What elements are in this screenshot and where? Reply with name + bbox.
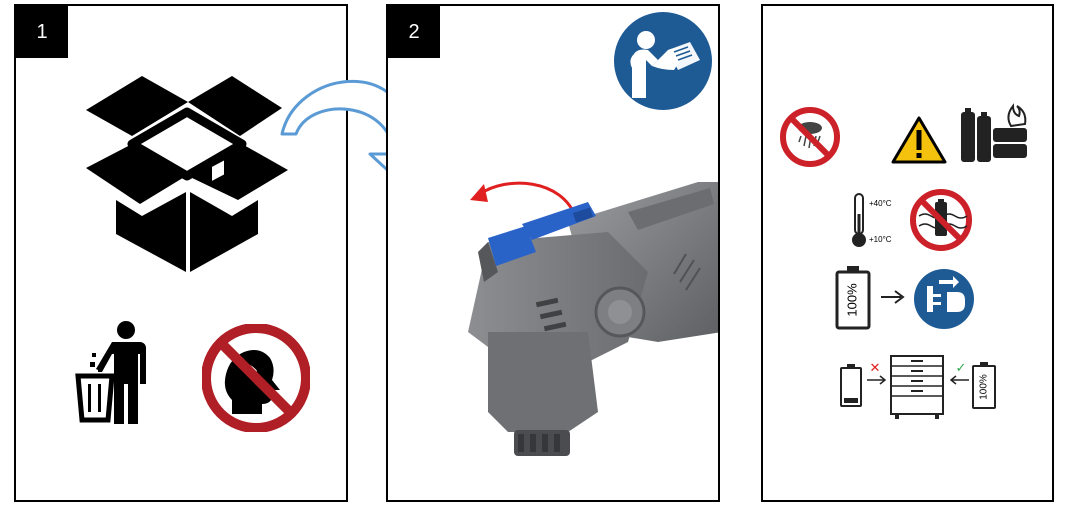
storage-cabinet-icon bbox=[890, 355, 944, 419]
battery-full-small-label: 100% bbox=[979, 374, 990, 400]
open-box-icon bbox=[86, 76, 288, 272]
multitool-battery-release-illustration bbox=[468, 182, 718, 456]
step-2-badge: 2 bbox=[388, 6, 440, 58]
unplug-charger-icon bbox=[914, 269, 974, 329]
allowed-mark: ✓ bbox=[949, 361, 969, 385]
temp-high-label: +40°C bbox=[869, 199, 892, 208]
trash-bin-disposal-icon bbox=[75, 321, 146, 424]
no-household-waste-icon bbox=[202, 324, 310, 432]
no-water-battery-icon bbox=[910, 189, 972, 251]
storage-safety-panel: +40°C +10°C 100% bbox=[761, 4, 1054, 502]
step-1-badge: 1 bbox=[16, 6, 68, 58]
step-1-panel: 1 bbox=[14, 4, 348, 502]
warning-triangle-icon bbox=[891, 116, 947, 164]
step-2-panel: 2 bbox=[386, 4, 720, 502]
release-direction-arrow-icon bbox=[470, 181, 578, 219]
read-manual-icon bbox=[614, 12, 712, 110]
temp-low-label: +10°C bbox=[869, 235, 892, 244]
full-battery-icon: 100% bbox=[835, 266, 871, 330]
yes-mark-label: ✓ bbox=[956, 361, 967, 376]
no-rain-icon bbox=[780, 107, 840, 167]
battery-fire-icon bbox=[961, 103, 1027, 162]
no-mark-label: ✕ bbox=[870, 360, 881, 375]
empty-battery-icon bbox=[840, 364, 862, 407]
not-allowed-mark: ✕ bbox=[867, 360, 887, 385]
charged-battery-icon: 100% bbox=[972, 362, 996, 409]
right-arrow-icon bbox=[881, 290, 905, 304]
battery-full-label: 100% bbox=[844, 283, 859, 317]
thermometer-icon: +40°C +10°C bbox=[852, 193, 892, 247]
